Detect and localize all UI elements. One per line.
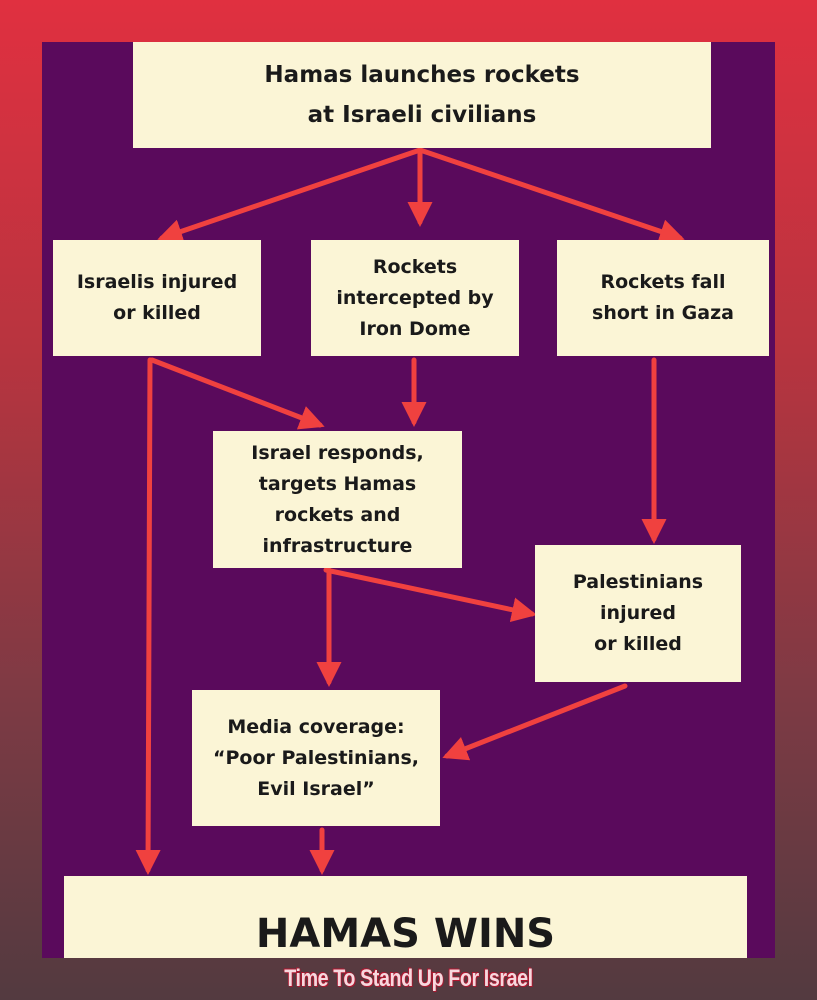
arrow-responds-to-palestinians bbox=[323, 567, 537, 623]
node-hamas-launches-rockets: Hamas launches rockets at Israeli civili… bbox=[133, 42, 711, 148]
node-media-coverage: Media coverage: “Poor Palestinians, Evil… bbox=[192, 690, 440, 826]
flow-arrows bbox=[135, 147, 685, 875]
node-label: Hamas launches rockets at Israeli civili… bbox=[264, 62, 580, 128]
arrow-injured-to-wins bbox=[135, 357, 161, 875]
node-label: HAMAS WINS bbox=[255, 911, 556, 957]
caption: Time To Stand Up For Israel bbox=[284, 965, 533, 992]
node-label: Rockets intercepted by Iron Dome bbox=[336, 255, 494, 340]
node-label: Israel responds, targets Hamas rockets a… bbox=[251, 441, 424, 557]
node-rockets-fall-short: Rockets fall short in Gaza bbox=[557, 240, 769, 356]
node-label: Palestinians injured or killed bbox=[572, 571, 704, 655]
arrow-top-to-injured bbox=[157, 147, 423, 244]
node-hamas-wins: HAMAS WINS bbox=[64, 876, 747, 958]
node-palestinians-injured: Palestinians injured or killed bbox=[535, 545, 741, 682]
node-label: Media coverage: “Poor Palestinians, Evil… bbox=[213, 715, 419, 800]
node-label: Israelis injured or killed bbox=[76, 271, 238, 324]
flowchart-panel: Hamas launches rockets at Israeli civili… bbox=[42, 42, 775, 958]
node-israel-responds: Israel responds, targets Hamas rockets a… bbox=[213, 431, 462, 568]
arrow-injured-to-responds bbox=[149, 357, 325, 430]
arrow-palestinians-to-media bbox=[442, 683, 628, 761]
arrow-top-to-fall-short bbox=[417, 147, 685, 244]
node-rockets-intercepted: Rockets intercepted by Iron Dome bbox=[311, 240, 519, 356]
node-label: Rockets fall short in Gaza bbox=[592, 271, 734, 324]
node-israelis-injured: Israelis injured or killed bbox=[53, 240, 261, 356]
